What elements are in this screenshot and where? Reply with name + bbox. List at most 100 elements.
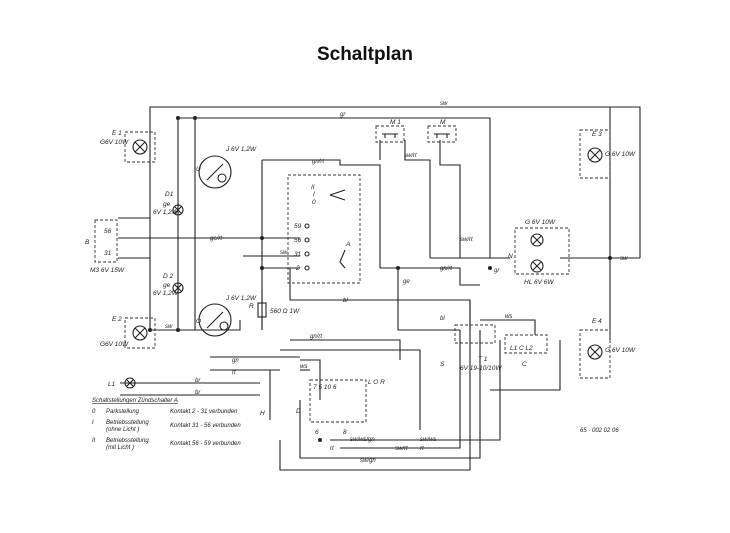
wire-swrt-m1: sw/rt (404, 153, 417, 159)
e3-id: E 3 (592, 131, 602, 138)
legend-row-2-name2: (mit Licht ) (106, 445, 134, 451)
u-spec: J 6V 1,2W (225, 146, 257, 153)
lamp-symbols (124, 139, 603, 389)
m-id: M (440, 119, 446, 126)
n-spec2: HL 6V 6W (524, 279, 554, 286)
wire-sw-top: sw (440, 101, 448, 107)
b-spec: M3 6V 15W (90, 267, 125, 274)
legend-row-2-name: Betriebsstellung (106, 438, 149, 444)
d-id: D (296, 408, 301, 415)
resistor-r (257, 302, 267, 318)
wire-ws-c: ws (505, 314, 512, 320)
d2-spec2: 6V 1,2W (153, 290, 179, 297)
lamp-e3 (587, 147, 603, 163)
l1-id: L1 (108, 381, 116, 388)
d1-spec2: 6V 1,2W (153, 209, 179, 216)
page-title: Schaltplan (316, 44, 414, 65)
wire-sw-31: sw (280, 250, 288, 256)
legend-row-0-pos: 0 (92, 409, 96, 415)
wire-swrt-low: sw/rt (395, 446, 408, 452)
wire-bl-right: bl (440, 316, 445, 322)
wire-grrt-top: gn/rt (312, 159, 324, 165)
a-sI: I (313, 191, 315, 198)
r-id: R (249, 303, 254, 310)
r-spec: 560 Ω 1W (270, 308, 300, 315)
c-id: C (522, 361, 527, 368)
d-terms: 7 5 10 6 (313, 384, 337, 391)
component-labels: E 1 G6V 10W E 2 G6V 10W E 3 G 6V 10W E 4… (85, 119, 636, 436)
wire-rt-3: rt (420, 446, 424, 452)
wire-ws: ws (300, 364, 307, 370)
a-s0: 0 (312, 199, 316, 206)
c-terms: L1 C L2 (510, 345, 533, 352)
e1-spec: G6V 10W (100, 139, 129, 146)
e3-spec: G 6V 10W (605, 151, 636, 158)
legend-row-2-desc: Kontakt 56 - 59 verbunden (170, 441, 241, 447)
a-t59: 59 (294, 223, 302, 230)
wire-gert: ge/rt (210, 236, 222, 242)
wire-swgn: sw/gn (360, 458, 376, 464)
legend-row-0-desc: Kontakt 2 - 31 verbunden (170, 409, 238, 415)
lamp-e2 (132, 325, 148, 341)
lamp-e4 (587, 344, 603, 360)
wire-br-1: br (195, 378, 201, 384)
o-spec: J 6V 1,2W (225, 295, 257, 302)
d-dir: L O R (368, 379, 385, 386)
wire-sw-right: sw (620, 256, 628, 262)
e2-id: E 2 (112, 316, 122, 323)
legend-row-2-pos: II (92, 438, 96, 444)
wire-rt-2: rt (330, 446, 334, 452)
legend-row-1-name2: (ohne Licht ) (106, 427, 139, 433)
d1-id: D1 (165, 191, 174, 198)
lamp-n-2 (530, 259, 544, 273)
t1-spec: 6V 19-10/10W (460, 365, 502, 372)
wire-br-2: br (195, 390, 201, 396)
d-t6: 6 (315, 429, 319, 436)
junction-dots (148, 116, 612, 442)
wire-swws: sw/ws (420, 437, 436, 443)
main-wires (118, 106, 641, 471)
n-spec1: G 6V 10W (525, 219, 556, 226)
a-id: A (345, 241, 350, 248)
gauge-o (198, 303, 232, 337)
switch-a-contacts (304, 189, 346, 271)
motor-symbols (382, 133, 450, 138)
s-id: S (440, 361, 445, 368)
lamp-n-1 (530, 233, 544, 247)
b-t2: 31 (104, 250, 112, 257)
wire-grrt-low: gn/rt (310, 334, 322, 340)
wire-rt-1: rt (232, 370, 236, 376)
a-t31: 31 (294, 251, 302, 258)
e4-spec: G 6V 10W (605, 347, 636, 354)
wire-swwsgn: sw/ws/gn (350, 437, 375, 443)
wire-gr: gr (340, 112, 346, 118)
legend-row-1-pos: I (92, 420, 94, 426)
e1-id: E 1 (112, 130, 122, 137)
wire-ge: ge (403, 279, 410, 285)
wire-bl: bl (343, 298, 348, 304)
dashed-housings (94, 125, 611, 423)
u-id: U (196, 166, 201, 173)
legend-row-1-name: Betriebsstellung (106, 420, 149, 426)
a-sII: II (311, 184, 315, 191)
legend: Schaltstellungen Zündschalter A 0 Parkst… (92, 398, 241, 451)
wire-gr-right: gr (494, 268, 500, 274)
b-t1: 56 (104, 228, 112, 235)
a-t56: 56 (294, 237, 302, 244)
wire-swrt-n: sw/rt (460, 237, 473, 243)
legend-heading: Schaltstellungen Zündschalter A (92, 398, 178, 404)
wire-grrt-mid: gn/rt (440, 266, 452, 272)
n-id: N (508, 253, 513, 260)
gauge-u (198, 155, 232, 189)
e2-spec: G6V 10W (100, 341, 129, 348)
d1-spec1: ge (163, 201, 171, 208)
h-id: H (260, 410, 265, 417)
drawing-number: 65 · 002 02 06 (580, 428, 619, 434)
wire-labels: sw gr gn/rt sw/rt ge/rt sw sw/rt gn/rt g… (165, 101, 628, 464)
a-t2: 2 (295, 265, 300, 272)
d2-id: D 2 (163, 273, 174, 280)
t1-id: T 1 (478, 356, 488, 363)
lamp-e1 (132, 139, 148, 155)
lamp-l1 (124, 377, 136, 389)
